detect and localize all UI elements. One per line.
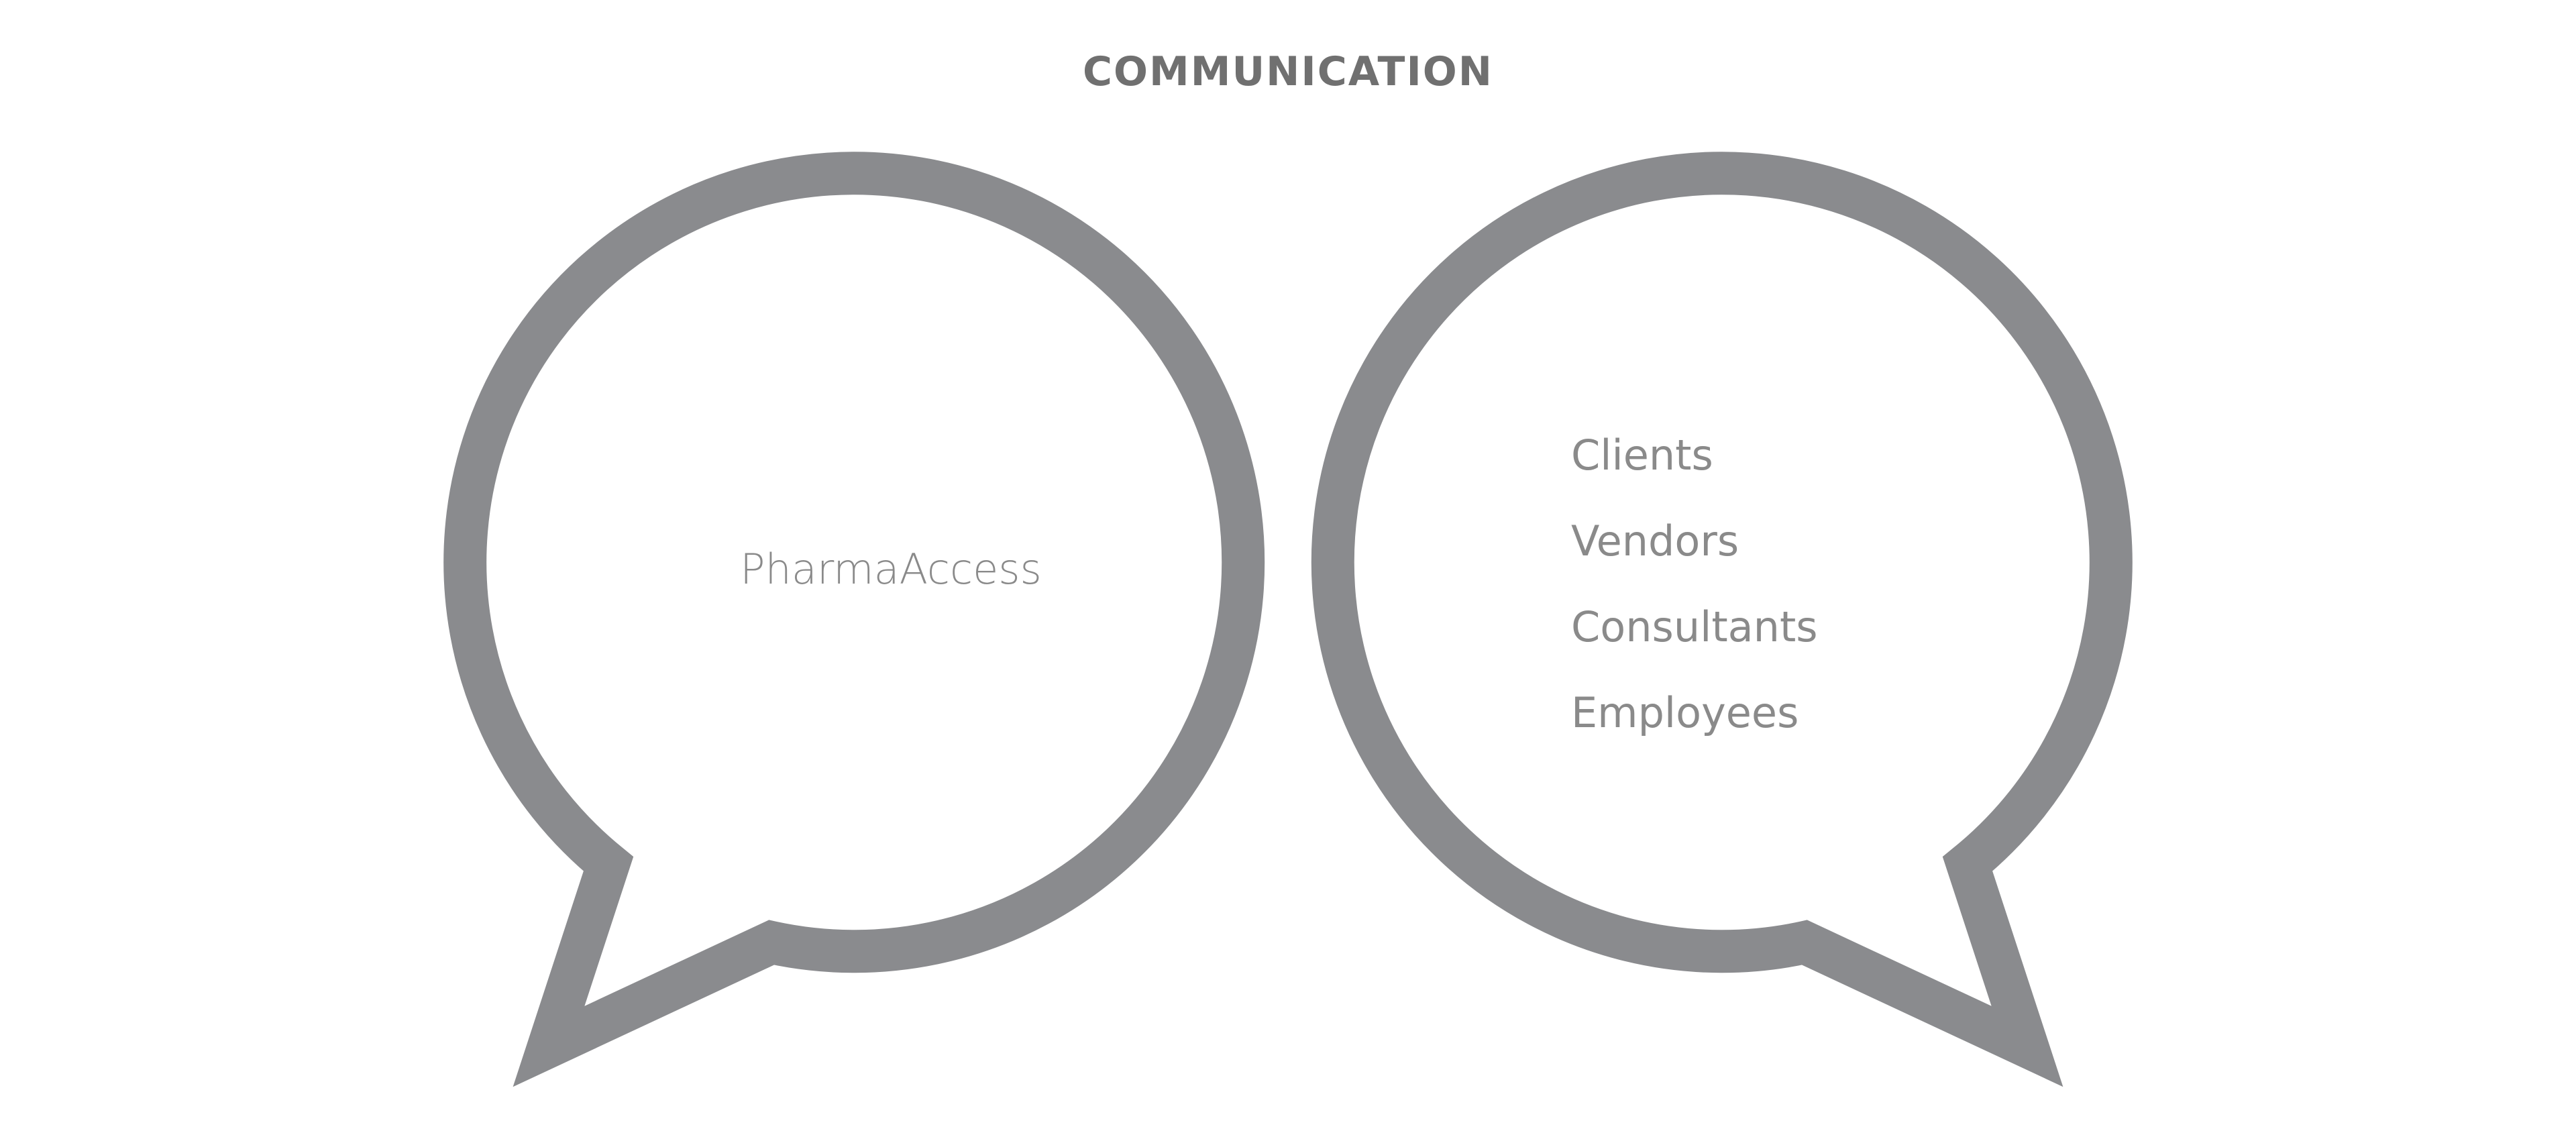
- list-item-vendors: Vendors: [1571, 517, 1739, 565]
- pharmaaccess-label: PharmaAccess: [740, 545, 1042, 594]
- list-item-clients: Clients: [1571, 431, 1713, 480]
- right-bubble-list: Clients Vendors Consultants Employees: [1571, 413, 1818, 756]
- right-speech-bubble: [1311, 152, 2133, 1087]
- list-item-employees: Employees: [1571, 688, 1799, 737]
- left-speech-bubble: [443, 152, 1265, 1087]
- list-item-consultants: Consultants: [1571, 602, 1818, 651]
- diagram-title: COMMUNICATION: [1083, 48, 1493, 95]
